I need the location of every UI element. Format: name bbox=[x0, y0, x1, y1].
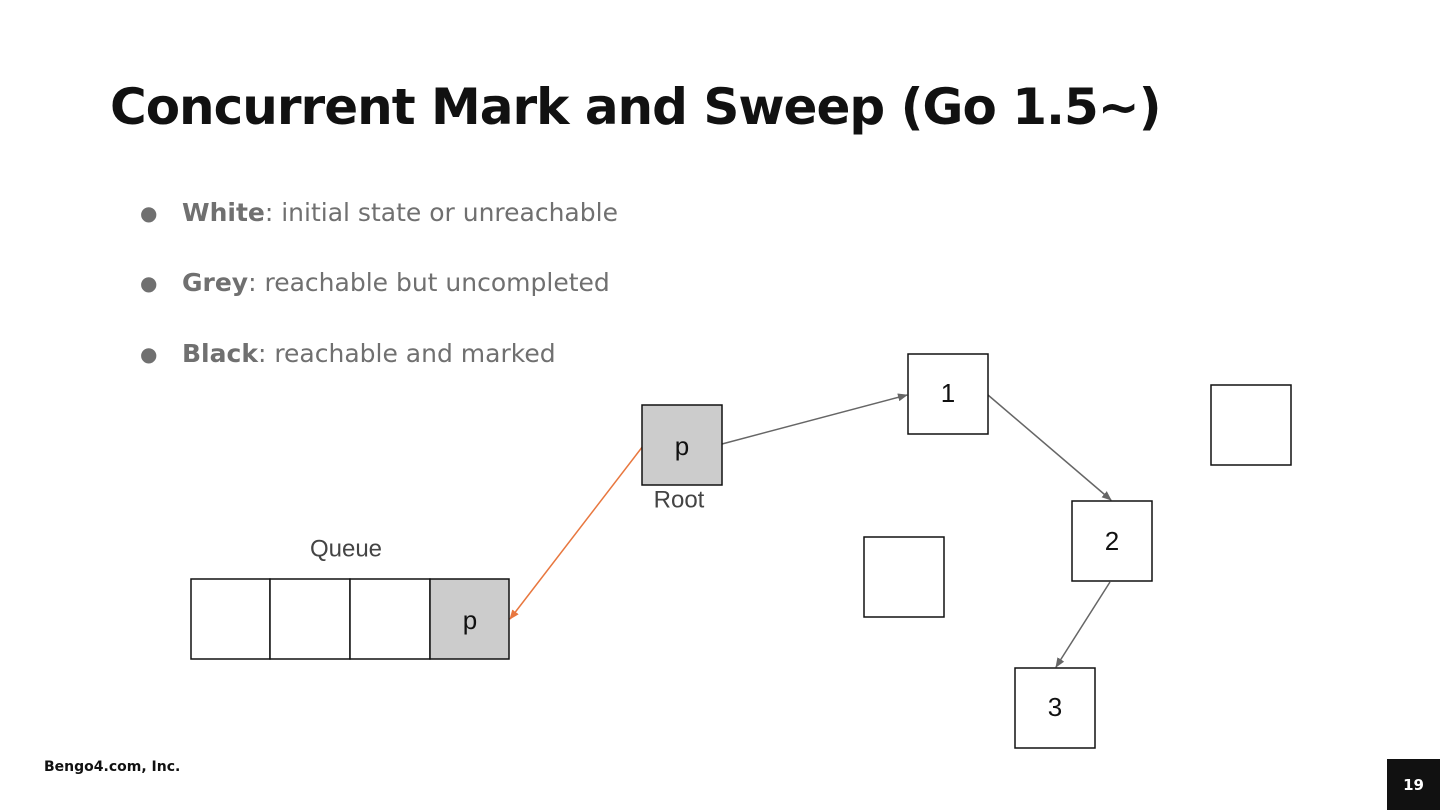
queue-cell-4-label: p bbox=[463, 605, 477, 635]
node-3-label: 3 bbox=[1048, 692, 1062, 722]
queue-cell-1 bbox=[190, 578, 271, 660]
node-1-label: 1 bbox=[941, 378, 955, 408]
node-3 bbox=[1014, 667, 1096, 749]
edge-node-2-to-node-3 bbox=[1055, 581, 1111, 668]
node-2 bbox=[1071, 500, 1153, 582]
bullet-dot-icon: ● bbox=[140, 342, 158, 366]
bullet-dot-icon: ● bbox=[140, 271, 158, 295]
queue-cell-3 bbox=[349, 578, 431, 660]
edge-root-to-node-1 bbox=[721, 393, 908, 445]
node-2-label: 2 bbox=[1105, 526, 1119, 556]
bullet-term: Grey bbox=[182, 268, 249, 297]
queue-cell-2 bbox=[269, 578, 351, 660]
slide-title: Concurrent Mark and Sweep (Go 1.5~) bbox=[110, 78, 1162, 136]
queue-label: Queue bbox=[310, 535, 382, 562]
node-unlabeled-a bbox=[1210, 384, 1292, 466]
footer-company: Bengo4.com, Inc. bbox=[44, 759, 181, 775]
page-number: 19 bbox=[1387, 759, 1440, 810]
node-unlabeled-b bbox=[863, 536, 945, 618]
bullet-dot-icon: ● bbox=[140, 201, 158, 225]
root-node-label: p bbox=[675, 431, 689, 461]
bullet-desc: : reachable but uncompleted bbox=[248, 268, 610, 297]
root-node bbox=[641, 404, 723, 486]
queue-cell-4 bbox=[429, 578, 510, 660]
bullet-desc: : reachable and marked bbox=[257, 339, 556, 368]
node-1 bbox=[907, 353, 989, 435]
edge-node-1-to-node-2 bbox=[987, 394, 1112, 501]
bullet-desc: : initial state or unreachable bbox=[264, 198, 618, 227]
bullet-term: White bbox=[182, 198, 265, 227]
bullet-term: Black bbox=[182, 339, 258, 368]
edge-root-to-queue bbox=[509, 445, 644, 620]
root-caption: Root bbox=[654, 486, 705, 513]
